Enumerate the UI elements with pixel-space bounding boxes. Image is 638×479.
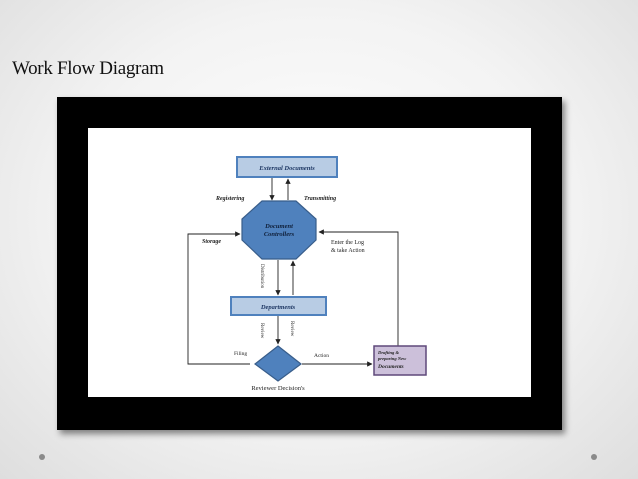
decorative-dot-right xyxy=(591,454,597,460)
departments-label: Departments xyxy=(260,304,296,311)
external-documents-label: External Documents xyxy=(258,165,315,172)
filing-label: Filing xyxy=(234,351,247,357)
drafting-label-line2: preparing New xyxy=(377,356,407,361)
document-controllers-label-line1: Document xyxy=(264,223,293,230)
storage-loop-line xyxy=(187,231,250,365)
distribution-label: Distribution xyxy=(259,264,264,289)
review-right-label: Review xyxy=(289,321,294,337)
enter-log-label-line1: Enter the Log xyxy=(331,240,364,246)
drafting-node: Drafting & preparing New Documents xyxy=(373,345,427,376)
workflow-diagram: External Documents Registering Transmitt… xyxy=(187,156,427,392)
decorative-dot-left xyxy=(39,454,45,460)
transmitting-label: Transmitting xyxy=(304,196,336,202)
reviewer-decision-label: Reviewer Decision's xyxy=(251,385,305,392)
diagram-picture: External Documents Registering Transmitt… xyxy=(88,128,531,397)
document-controllers-label-line2: Controllers xyxy=(264,231,295,238)
departments-node: Departments xyxy=(230,296,327,316)
review-left-label: Review xyxy=(259,323,264,339)
enter-log-label-line2: & take Action xyxy=(331,248,365,254)
slide-title: Work Flow Diagram xyxy=(12,58,164,79)
action-label: Action xyxy=(314,353,329,359)
storage-label: Storage xyxy=(202,239,221,245)
enter-log-loop-line xyxy=(318,229,399,346)
document-controllers-node: Document Controllers xyxy=(241,200,317,260)
drafting-label-line3: Documents xyxy=(377,364,404,370)
reviewer-decision-node xyxy=(254,345,302,382)
drafting-label-line1: Drafting & xyxy=(377,350,399,355)
registering-label: Registering xyxy=(215,196,244,202)
external-documents-node: External Documents xyxy=(236,156,338,178)
